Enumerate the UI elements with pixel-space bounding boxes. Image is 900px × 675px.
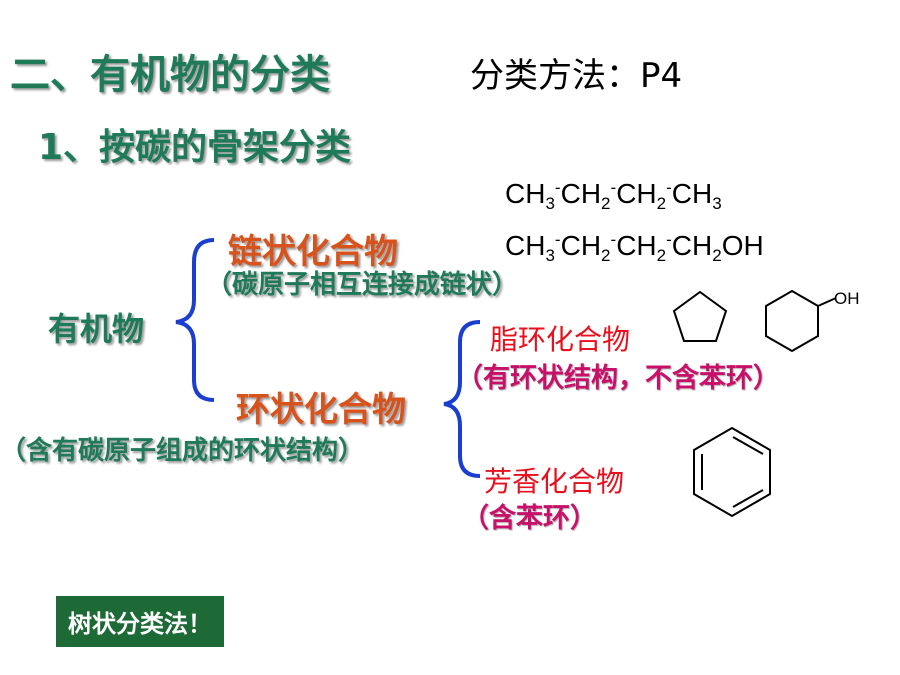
aromatic-compounds-label: 芳香化合物 [484,465,625,498]
brace-root [175,238,215,402]
tree-classification-note: 树状分类法！ [56,596,224,647]
aromatic-compounds-note: （含苯环） [462,503,597,534]
chain-compounds-label: 链状化合物 [228,232,398,272]
formula-butane: CH3-CH2-CH2-CH3 [505,178,722,213]
main-title: 二、有机物的分类 [10,52,330,98]
formula-butanol: CH3-CH2-CH2-CH2OH [505,230,764,265]
benzene-double-bond-2 [732,489,764,508]
hydroxyl-label: OH [834,289,860,308]
brace-ring [443,320,481,478]
benzene-structure [693,426,771,518]
alicyclic-compounds-label: 脂环化合物 [490,323,631,356]
hydroxyl-bond [817,297,837,307]
cyclohexanol-structure [765,289,819,353]
ring-compounds-note: （含有碳原子组成的环状结构） [0,436,365,466]
subtitle: 1、按碳的骨架分类 [38,127,352,168]
ring-compounds-label: 环状化合物 [236,390,406,430]
method-reference: 分类方法：P4 [470,56,683,96]
root-organic-compounds: 有机物 [48,310,145,348]
cyclopentane-structure [672,290,728,342]
chain-compounds-note: （碳原子相互连接成链状） [206,270,519,300]
alicyclic-compounds-note: （有环状结构，不含苯环） [456,363,780,394]
benzene-double-bond-1 [732,436,764,455]
